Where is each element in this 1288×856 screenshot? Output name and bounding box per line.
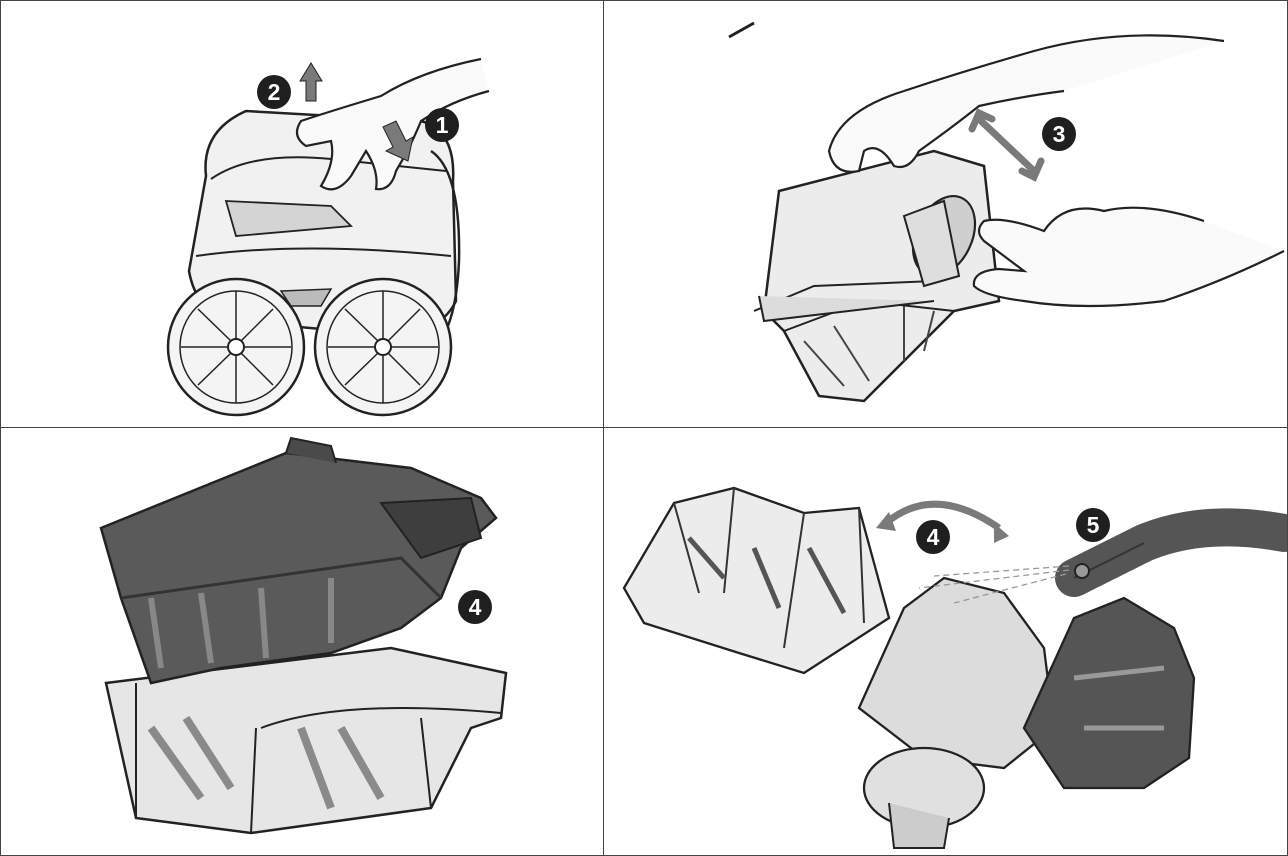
step-badge-4: 4	[458, 590, 492, 624]
panel-step-1: 1 2	[1, 1, 603, 427]
step-badge-5: 5	[1076, 508, 1110, 542]
step-badge-2: 2	[257, 75, 291, 109]
curved-arrow-icon	[883, 500, 1001, 531]
panel-step-4: 4 5	[604, 428, 1287, 854]
wheel-right-icon	[313, 277, 453, 417]
wheel-left-icon	[166, 277, 306, 417]
light-filter-illustration	[857, 576, 1056, 770]
grid-divider-vertical	[603, 0, 604, 856]
panel-step-3: 4	[1, 428, 603, 854]
filter-separation-illustration	[99, 436, 508, 835]
robot-cleaner-illustration	[166, 57, 490, 417]
filter-basket-illustration	[762, 149, 1001, 403]
down-arrow-icon	[382, 120, 414, 162]
step-badge-4-rotate: 4	[916, 520, 950, 554]
double-arrow-icon	[968, 108, 1045, 182]
hand-illustration	[972, 206, 1285, 308]
panel-step-2: 3	[604, 1, 1287, 427]
up-arrow-icon	[299, 62, 323, 102]
step-badge-1: 1	[425, 108, 459, 142]
dark-filter-illustration	[1022, 596, 1196, 790]
light-filter-illustration	[622, 486, 891, 675]
hose-illustration	[1055, 508, 1287, 597]
step-badge-3: 3	[1042, 117, 1076, 151]
filter-cleaning-illustration	[622, 486, 1287, 849]
grid-divider-horizontal	[0, 427, 1288, 428]
hand-illustration	[827, 34, 1225, 173]
filter-removal-illustration	[728, 21, 1285, 403]
